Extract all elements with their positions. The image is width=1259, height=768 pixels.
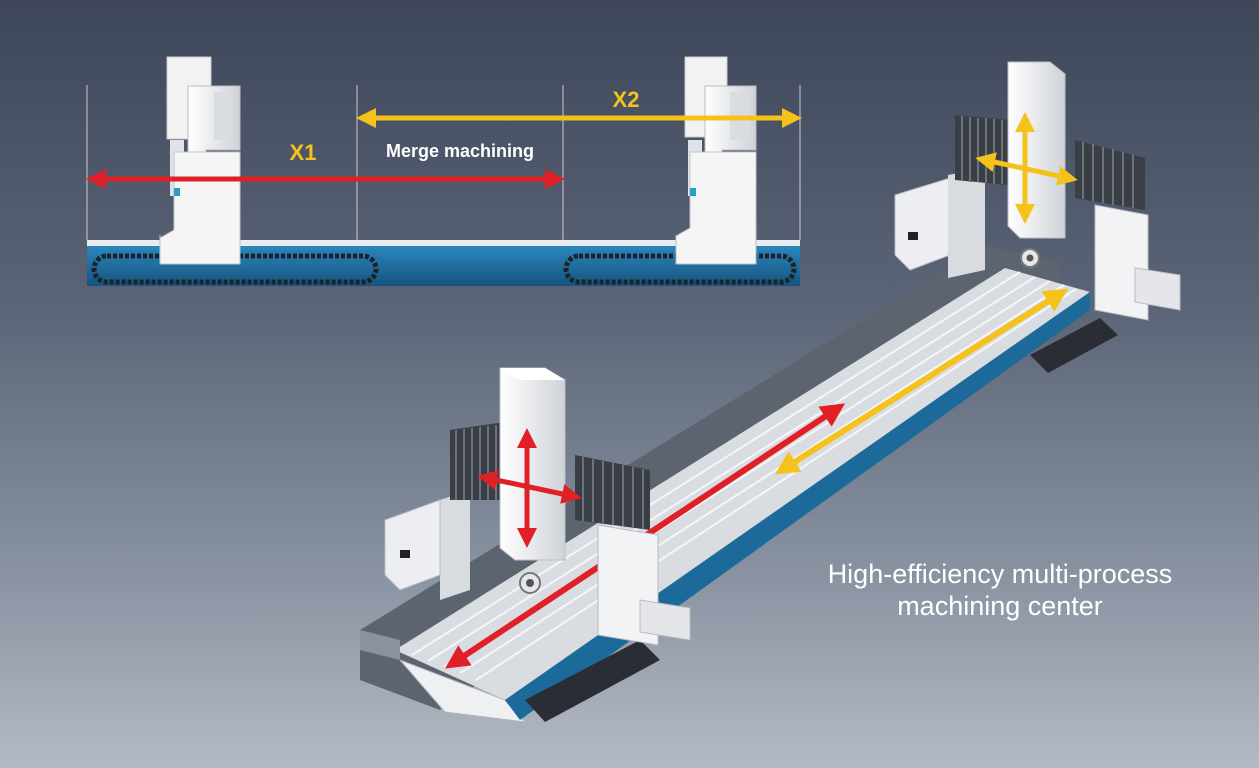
x2-label: X2: [613, 87, 640, 112]
cable-chain-right: [563, 253, 797, 285]
machine-caption: High-efficiency multi-process machining …: [780, 558, 1220, 622]
back-gantry: [894, 61, 1181, 321]
gantry-left-side-view: [159, 56, 241, 265]
caption-line-1: High-efficiency multi-process: [827, 559, 1173, 589]
isometric-machine: [360, 61, 1181, 723]
merge-machining-label: Merge machining: [386, 141, 534, 161]
back-spindle-ram: [1007, 61, 1066, 239]
front-gantry: [384, 367, 691, 646]
bed-top-rail: [87, 240, 800, 246]
x1-label: X1: [290, 140, 317, 165]
top-view-diagram: X1 X2 Merge machining: [86, 56, 802, 286]
bed-front-face: [399, 659, 527, 723]
gantry-right-side-view: [675, 56, 757, 265]
spindle-ram: [499, 367, 566, 561]
x2-bed-arrow: [774, 288, 1069, 475]
caption-line-2: machining center: [897, 591, 1103, 621]
back-cooling-fins-right: [1075, 140, 1145, 210]
